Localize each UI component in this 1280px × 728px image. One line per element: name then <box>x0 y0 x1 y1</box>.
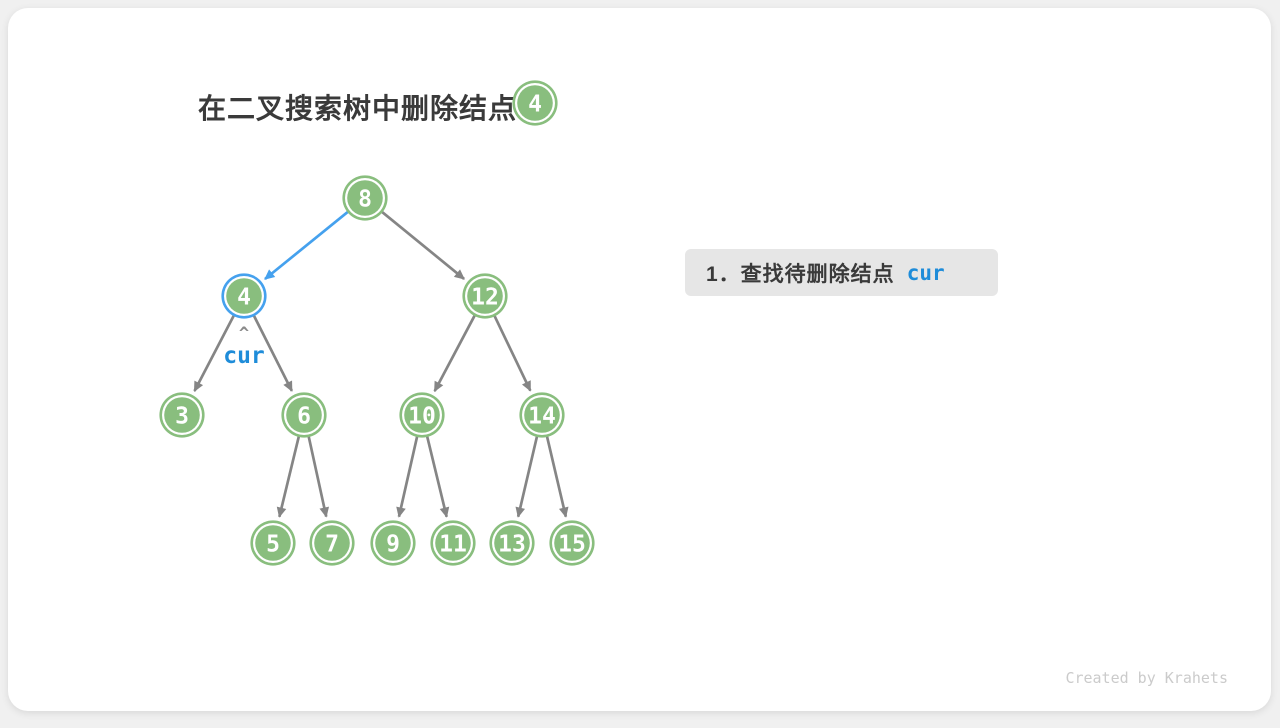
cur-pointer-label: cur <box>223 343 265 369</box>
tree-node-5-value: 5 <box>266 531 280 557</box>
tree-edge-14-13 <box>515 436 539 518</box>
title-value-badge: 4 <box>512 80 558 126</box>
tree-edge-4-6 <box>252 315 294 392</box>
tree-edge-14-15 <box>545 436 569 518</box>
tree-node-8: 8 <box>342 175 388 221</box>
diagram-title: 在二叉搜索树中删除结点 <box>198 93 518 124</box>
tree-edge-6-5 <box>276 436 301 518</box>
tree-node-3-value: 3 <box>175 403 189 429</box>
tree-node-7-value: 7 <box>325 531 339 557</box>
cur-pointer-caret-icon: ^ <box>239 324 249 344</box>
tree-node-13: 13 <box>489 520 535 566</box>
title-value-badge-value: 4 <box>528 91 542 117</box>
tree-node-5: 5 <box>250 520 296 566</box>
tree-node-14: 14 <box>519 392 565 438</box>
tree-edge-10-11 <box>425 436 450 518</box>
tree-node-10: 10 <box>399 392 445 438</box>
tree-edge-4-3 <box>193 314 236 393</box>
tree-node-6-value: 6 <box>297 403 311 429</box>
step-annotation-code: cur <box>906 260 945 285</box>
tree-node-3: 3 <box>159 392 205 438</box>
tree-node-7: 7 <box>309 520 355 566</box>
tree-node-6: 6 <box>281 392 327 438</box>
tree-node-12: 12 <box>462 273 508 319</box>
credit-text: Created by Krahets <box>1065 669 1228 687</box>
tree-node-14-value: 14 <box>528 403 556 429</box>
diagram-card: 在二叉搜索树中删除结点 8 4 12 3 6 10 14 5 7 9 11 13 15 4 ^ cur 1… <box>8 8 1271 711</box>
tree-node-11-value: 11 <box>439 531 467 557</box>
tree-node-10-value: 10 <box>408 403 436 429</box>
tree-node-13-value: 13 <box>498 531 526 557</box>
tree-edge-8-4 <box>264 210 349 281</box>
step-annotation-text: 1．查找待删除结点 <box>706 262 895 286</box>
tree-node-9: 9 <box>370 520 416 566</box>
tree-node-15-value: 15 <box>558 531 586 557</box>
tree-edge-12-10 <box>433 314 476 393</box>
tree-edge-8-12 <box>381 210 465 280</box>
tree-edge-12-14 <box>493 315 532 392</box>
step-annotation-panel: 1．查找待删除结点 cur <box>685 249 998 296</box>
binary-search-tree-diagram: 8 4 12 3 6 10 14 5 7 9 11 13 15 4 ^ cur <box>159 80 595 566</box>
tree-nodes: 8 4 12 3 6 10 14 5 7 9 11 13 15 4 <box>159 80 595 566</box>
tree-node-12-value: 12 <box>471 284 499 310</box>
tree-node-9-value: 9 <box>386 531 400 557</box>
tree-node-4-value: 4 <box>237 284 251 310</box>
tree-node-15: 15 <box>549 520 595 566</box>
tree-edge-10-9 <box>396 436 419 518</box>
tree-node-4: 4 <box>221 273 267 319</box>
tree-edge-6-7 <box>307 436 330 518</box>
tree-node-11: 11 <box>430 520 476 566</box>
tree-edges <box>193 210 569 518</box>
tree-node-8-value: 8 <box>358 186 372 212</box>
